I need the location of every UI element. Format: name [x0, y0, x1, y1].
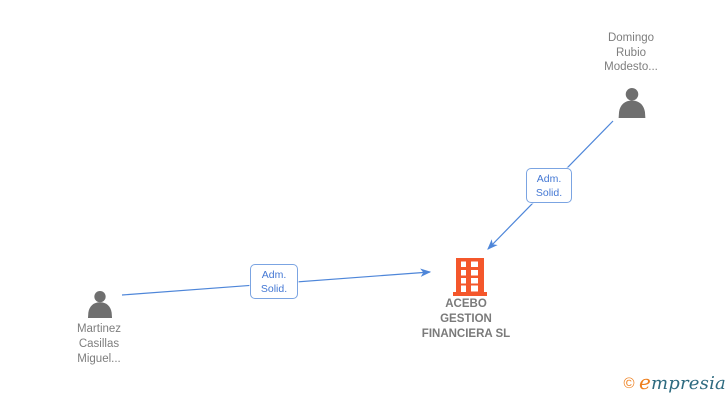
- building-icon: [453, 258, 487, 301]
- edge-label-adm-solid-bottom: Adm. Solid.: [250, 264, 298, 299]
- edge-label-line: Adm.: [536, 173, 562, 185]
- node-company-acebo-gestion[interactable]: ACEBO GESTION FINANCIERA SL: [401, 258, 531, 342]
- person-name-line: Miguel...: [77, 353, 121, 365]
- node-person-domingo-rubio[interactable]: Domingo Rubio Modesto...: [561, 31, 701, 118]
- person-name-line: Domingo: [607, 32, 655, 44]
- person-name-label: Domingo Rubio Modesto...: [561, 31, 701, 75]
- empresia-logo: © empresia: [623, 370, 726, 394]
- person-name-label: Martinez Casillas Miguel...: [34, 322, 164, 367]
- node-person-martinez-casillas[interactable]: Martinez Casillas Miguel...: [34, 291, 164, 367]
- person-name-line: Martinez: [76, 323, 122, 335]
- person-icon: [615, 88, 649, 123]
- logo-wordmark: empresia: [638, 370, 726, 394]
- person-icon: [85, 291, 115, 323]
- person-name-line: Casillas: [78, 338, 120, 350]
- company-name-line: FINANCIERA SL: [421, 328, 511, 340]
- company-name-line: ACEBO: [445, 298, 487, 310]
- edge-label-adm-solid-top: Adm. Solid.: [526, 168, 572, 203]
- copyright-icon: ©: [623, 375, 635, 392]
- person-name-line: Modesto...: [604, 61, 658, 73]
- logo-word-rest: mpresia: [651, 373, 726, 394]
- company-name-line: GESTION: [440, 313, 492, 325]
- edge-label-line: Adm.: [261, 269, 287, 281]
- logo-letter-e: e: [638, 370, 652, 394]
- person-name-line: Rubio: [615, 46, 647, 59]
- edge-label-line: Solid.: [535, 187, 563, 199]
- company-name-label: ACEBO GESTION FINANCIERA SL: [401, 297, 531, 342]
- edge-label-line: Solid.: [260, 283, 288, 295]
